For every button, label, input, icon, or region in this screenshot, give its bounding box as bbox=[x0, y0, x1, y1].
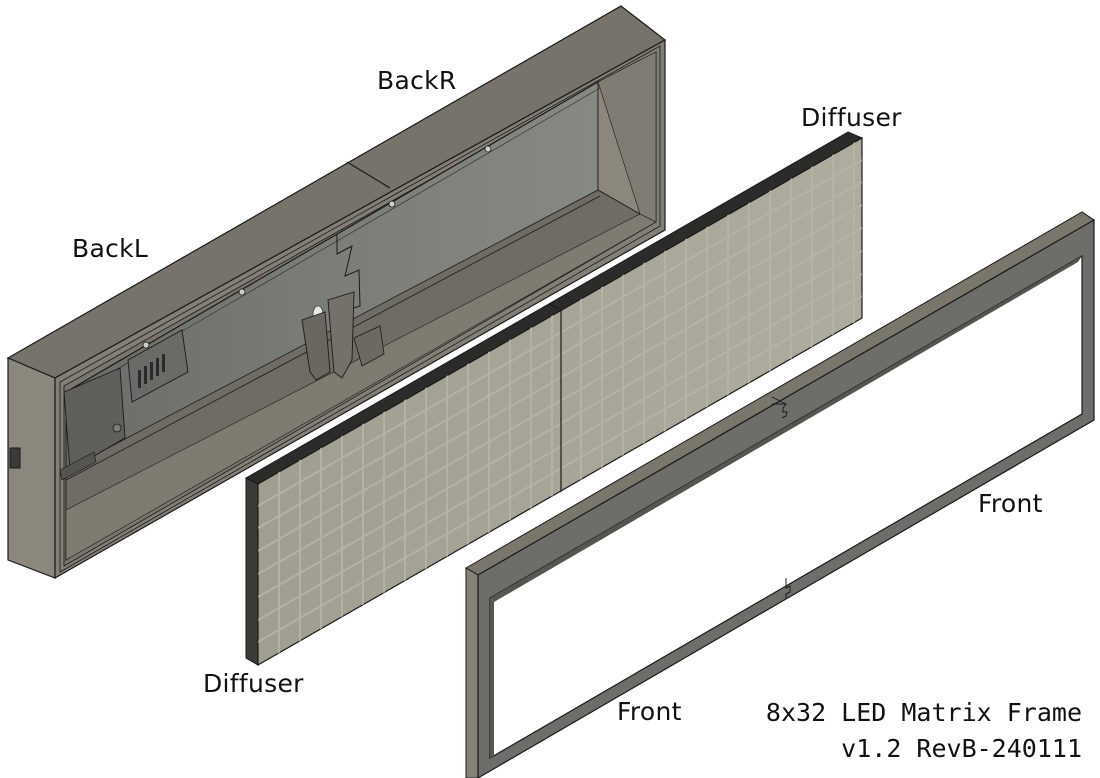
label-front-right: Front bbox=[978, 489, 1043, 518]
diffuser-left-edge bbox=[245, 477, 259, 666]
label-backl: BackL bbox=[72, 234, 149, 263]
front-left-edge bbox=[465, 567, 479, 778]
usb-slot bbox=[9, 447, 21, 469]
back-housing bbox=[6, 5, 667, 580]
label-backr: BackR bbox=[377, 66, 457, 95]
label-front-left: Front bbox=[617, 697, 682, 726]
label-diffuser-top: Diffuser bbox=[801, 103, 902, 132]
electronics-bay bbox=[59, 329, 189, 481]
front-seam-bottom bbox=[785, 578, 791, 598]
drawing-revision: v1.2 RevB-240111 bbox=[841, 734, 1082, 763]
drawing-title: 8x32 LED Matrix Frame bbox=[765, 698, 1082, 727]
joint-clips bbox=[301, 291, 385, 381]
back-seam bbox=[346, 161, 391, 189]
label-diffuser-bottom: Diffuser bbox=[203, 669, 304, 698]
split-line bbox=[336, 234, 361, 311]
front-frame bbox=[465, 211, 1095, 778]
